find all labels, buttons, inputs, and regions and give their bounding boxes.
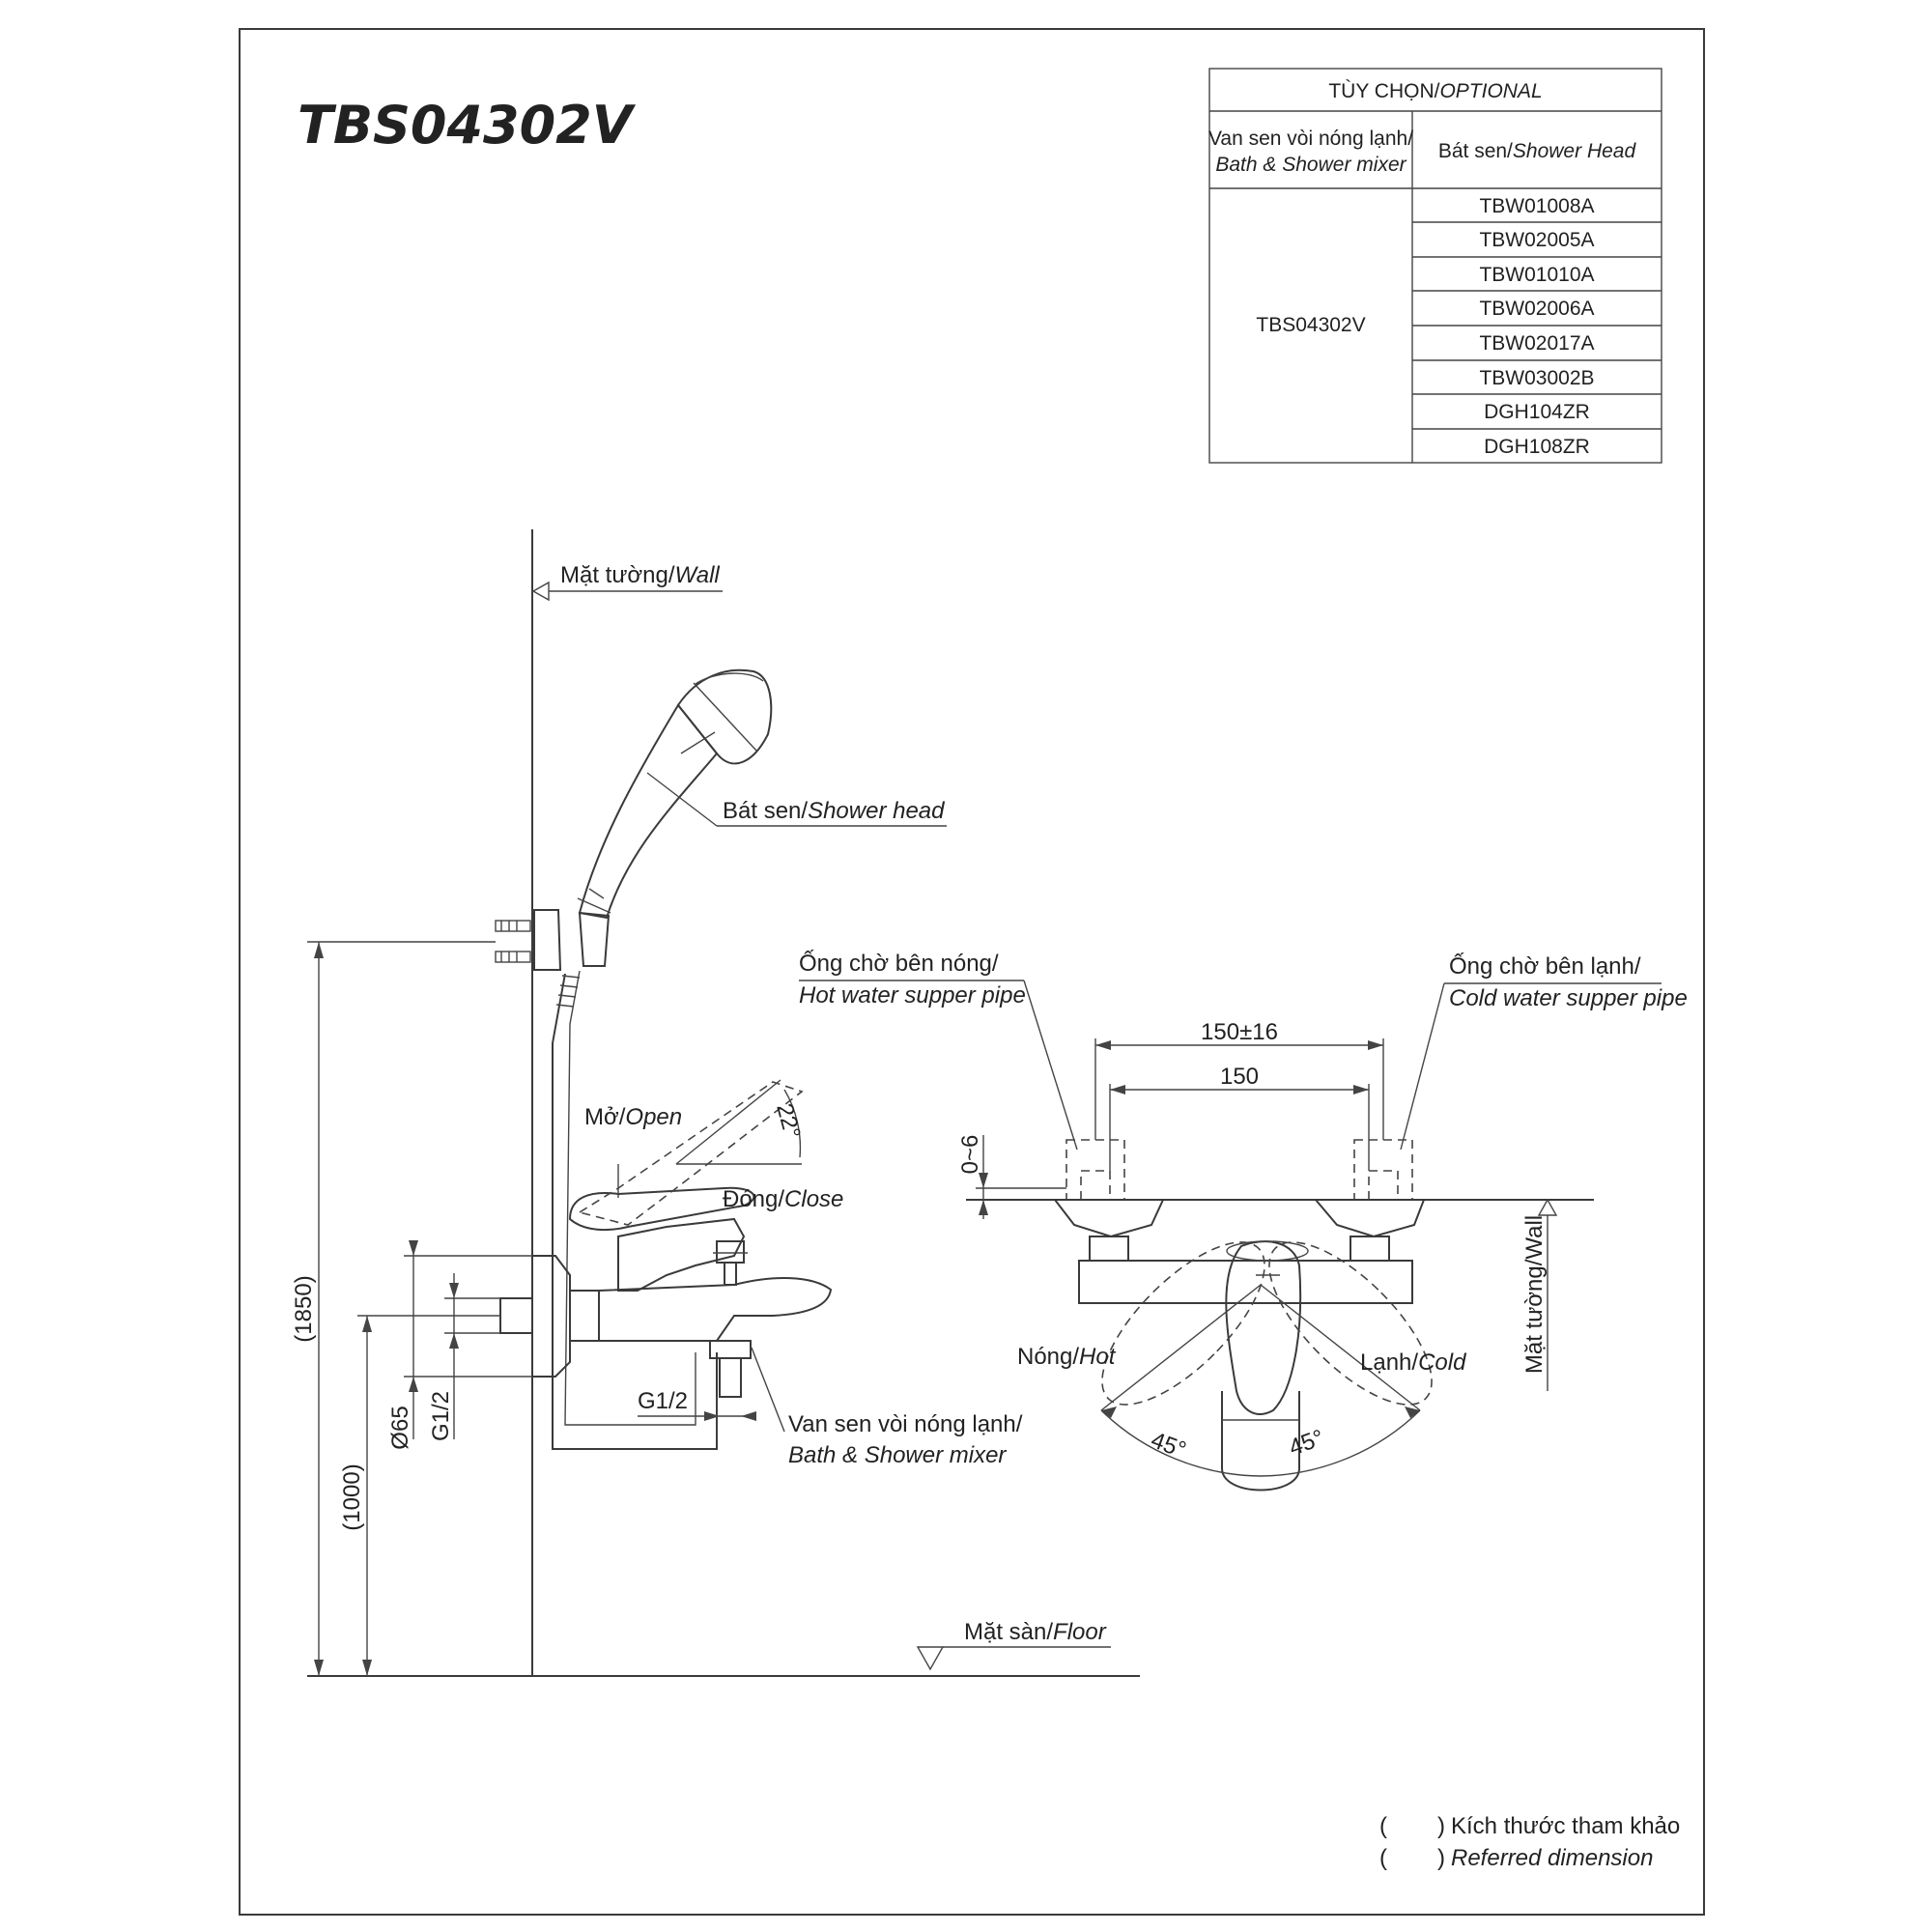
dimension-150: 150 xyxy=(1109,1064,1370,1171)
dimension-d65-label: Ø65 xyxy=(387,1406,413,1449)
table-mixer-model: TBS04302V xyxy=(1256,314,1365,336)
table-header: TÙY CHỌN/OPTIONAL xyxy=(1328,80,1542,102)
table-shower-head-row: TBW01008A xyxy=(1479,195,1594,217)
mixer-label-vi: Van sen vòi nóng lạnh/ xyxy=(788,1411,1023,1437)
front-wall-label: Mặt tường/Wall xyxy=(1521,1215,1548,1374)
page-frame xyxy=(239,28,1705,1916)
drawing-title: TBS04302V xyxy=(298,95,637,156)
table-shower-head-row: TBW02005A xyxy=(1479,229,1594,251)
dimension-1000-label: (1000) xyxy=(339,1463,365,1530)
hot-supply-pipe xyxy=(1065,1139,1125,1201)
wall-label: Mặt tường/Wall xyxy=(560,562,720,588)
front-wall-marker: Mặt tường/Wall xyxy=(1521,1198,1558,1391)
dimension-g12-bottom: G1/2 xyxy=(638,1388,756,1421)
shower-holder xyxy=(533,909,562,971)
dimension-g12-side: G1/2 xyxy=(428,1273,500,1441)
footnote-paren-close: ) xyxy=(1437,1813,1445,1839)
optional-table: TÙY CHỌN/OPTIONAL Van sen vòi nóng lạnh/… xyxy=(1208,68,1662,464)
dimension-150-16-label: 150±16 xyxy=(1201,1019,1278,1045)
wall-anchors xyxy=(495,920,531,963)
hot-label: Nóng/Hot xyxy=(1017,1344,1117,1370)
table-shower-head-row: DGH108ZR xyxy=(1484,436,1590,458)
shower-head-label: Bát sen/Shower head xyxy=(723,798,945,824)
close-label: Đóng/Close xyxy=(723,1186,843,1212)
dimension-1000: (1000) xyxy=(339,1315,500,1676)
table-shower-head-row: TBW02017A xyxy=(1479,332,1594,355)
dimension-g12-bottom-label: G1/2 xyxy=(638,1388,688,1414)
cold-label: Lạnh/Cold xyxy=(1360,1350,1466,1376)
angle-45-dimension: 45° 45° xyxy=(1100,1284,1421,1477)
shower-hose xyxy=(552,970,718,1450)
floor-marker: Mặt sàn/Floor xyxy=(307,1619,1140,1677)
mixer-label-en: Bath & Shower mixer xyxy=(788,1442,1007,1468)
hot-pipe-label-vi: Ống chờ bên nóng/ xyxy=(799,950,999,977)
cold-pipe-label-en: Cold water supper pipe xyxy=(1449,985,1688,1011)
footnote-paren-open-2: ( xyxy=(1379,1845,1387,1871)
dimension-d65: Ø65 xyxy=(387,1240,532,1450)
footnote: ( ) Kích thước tham khảo ( ) Referred di… xyxy=(1379,1813,1680,1871)
hot-pipe-label-en: Hot water supper pipe xyxy=(799,982,1026,1009)
cold-pipe-label-vi: Ống chờ bên lạnh/ xyxy=(1449,952,1641,980)
holder-cup xyxy=(578,911,611,967)
angle-45-left-label: 45° xyxy=(1148,1427,1189,1463)
mixer-leader xyxy=(751,1347,785,1433)
table-shower-head-row: TBW02006A xyxy=(1479,298,1594,320)
shower-head xyxy=(577,668,773,920)
dimension-0-6: 0~6 xyxy=(957,1135,1066,1219)
shower-head-leader xyxy=(646,772,718,827)
cold-supply-pipe xyxy=(1353,1139,1413,1201)
footnote-paren-close-2: ) xyxy=(1437,1845,1445,1871)
dimension-1850-label: (1850) xyxy=(291,1275,317,1342)
footnote-line2: Referred dimension xyxy=(1451,1845,1653,1871)
dimension-0-6-label: 0~6 xyxy=(957,1135,983,1175)
dimension-1850: (1850) xyxy=(291,941,496,1676)
angle-45-right-label: 45° xyxy=(1286,1425,1327,1462)
open-label: Mở/Open xyxy=(584,1104,682,1130)
dimension-g12-side-label: G1/2 xyxy=(428,1391,454,1441)
mixer-front-view xyxy=(1052,1199,1433,1492)
angle-22-dimension: 22° xyxy=(675,1079,806,1165)
footnote-line1: Kích thước tham khảo xyxy=(1451,1813,1680,1839)
mixer-side-view xyxy=(499,1081,833,1439)
table-col1-vi: Van sen vòi nóng lạnh/ xyxy=(1208,128,1413,150)
table-shower-head-row: TBW03002B xyxy=(1479,367,1594,389)
dimension-150-16: 150±16 xyxy=(1094,1019,1384,1140)
dimension-150-label: 150 xyxy=(1220,1064,1259,1090)
wall-marker: Mặt tường/Wall xyxy=(531,562,723,602)
floor-label: Mặt sàn/Floor xyxy=(964,1619,1107,1645)
table-col1-en: Bath & Shower mixer xyxy=(1215,154,1406,176)
table-shower-head-row: DGH104ZR xyxy=(1484,401,1590,423)
angle-22-label: 22° xyxy=(771,1101,805,1142)
footnote-paren-open: ( xyxy=(1379,1813,1387,1839)
table-col2-header: Bát sen/Shower Head xyxy=(1438,140,1637,162)
table-shower-head-row: TBW01010A xyxy=(1479,264,1594,286)
